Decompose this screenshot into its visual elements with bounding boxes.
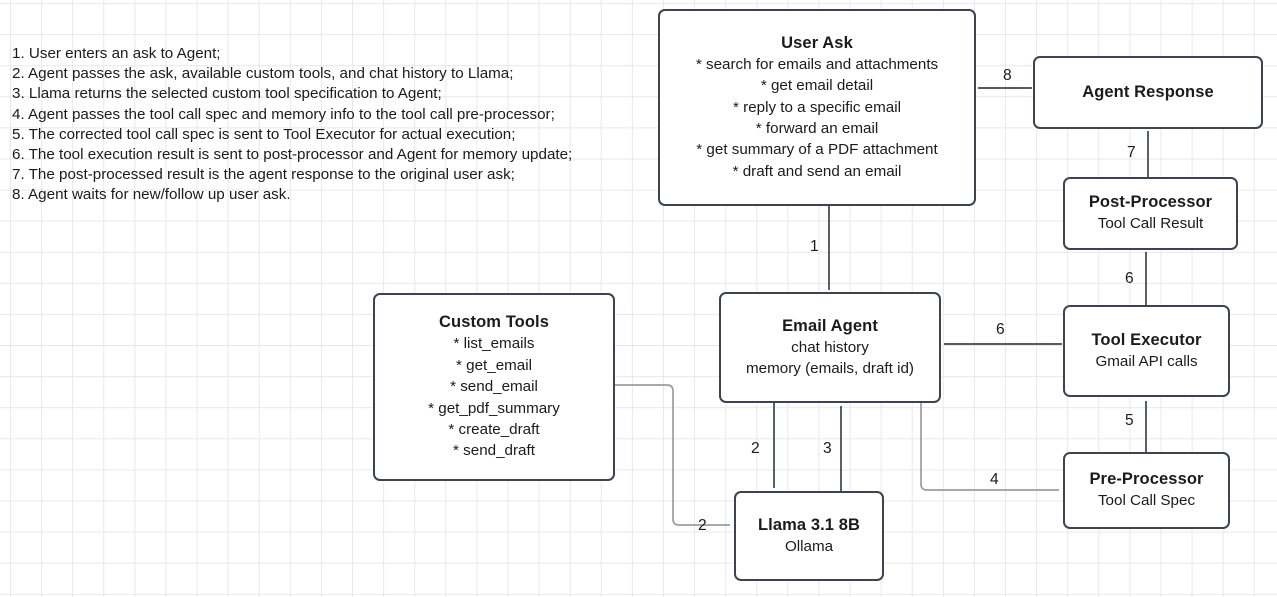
node-email-agent-title: Email Agent xyxy=(782,316,878,335)
edge-label-6-executor-agent: 6 xyxy=(996,321,1005,338)
legend-line-1: 1. User enters an ask to Agent; xyxy=(12,45,221,62)
legend-line-8: 8. Agent waits for new/follow up user as… xyxy=(12,186,291,204)
legend-line-7: 7. The post-processed result is the agen… xyxy=(12,166,515,184)
node-tool-executor[interactable]: Tool Executor Gmail API calls xyxy=(1063,305,1230,397)
custom-tool-item-2: * get_email xyxy=(456,356,532,374)
edge-label-8: 8 xyxy=(1003,67,1012,84)
node-llama-title: Llama 3.1 8B xyxy=(757,515,861,534)
node-post-processor-title: Post-Processor xyxy=(1088,193,1213,212)
edge-label-6-executor-post: 6 xyxy=(1125,270,1134,287)
legend-line-4: 4. Agent passes the tool call spec and m… xyxy=(12,105,555,123)
edge-4-email-agent-to-pre-processor xyxy=(920,403,1059,491)
node-tool-executor-title: Tool Executor xyxy=(1091,330,1202,349)
node-email-agent[interactable]: Email Agent chat history memory (emails,… xyxy=(719,292,941,403)
node-agent-response[interactable]: Agent Response xyxy=(1033,56,1263,129)
node-user-ask-items: * search for emails and attachments * ge… xyxy=(696,54,938,182)
node-llama-subtitle: Ollama xyxy=(784,537,834,555)
legend-line-2: 2. Agent passes the ask, available custo… xyxy=(12,65,514,83)
legend-line-3: 3. Llama returns the selected custom too… xyxy=(12,85,442,103)
user-ask-item-5: * get summary of a PDF attachment xyxy=(696,141,938,159)
node-email-agent-subtitle-1: chat history xyxy=(791,338,869,356)
edge-label-1: 1 xyxy=(810,238,819,255)
edge-2-custom-tools-to-llama xyxy=(615,384,730,526)
node-llama[interactable]: Llama 3.1 8B Ollama xyxy=(734,491,884,581)
edge-label-3: 3 xyxy=(823,440,832,457)
node-email-agent-subtitle-2: memory (emails, draft id) xyxy=(746,360,914,377)
node-pre-processor[interactable]: Pre-Processor Tool Call Spec xyxy=(1063,452,1230,529)
node-custom-tools-title: Custom Tools xyxy=(439,313,549,332)
node-tool-executor-subtitle: Gmail API calls xyxy=(1095,352,1198,370)
custom-tool-item-3: * send_email xyxy=(450,378,538,396)
node-user-ask-title: User Ask xyxy=(781,33,853,52)
node-post-processor-subtitle: Tool Call Result xyxy=(1097,215,1204,233)
custom-tool-item-4: * get_pdf_summary xyxy=(428,399,560,417)
legend-line-6: 6. The tool execution result is sent to … xyxy=(12,146,573,164)
node-custom-tools[interactable]: Custom Tools * list_emails * get_email *… xyxy=(373,293,615,481)
node-agent-response-title: Agent Response xyxy=(1082,83,1214,101)
user-ask-item-2: * get email detail xyxy=(760,77,874,95)
edge-label-5: 5 xyxy=(1125,412,1134,429)
node-user-ask[interactable]: User Ask * search for emails and attachm… xyxy=(658,9,976,206)
user-ask-item-3: * reply to a specific email xyxy=(733,98,901,116)
legend-line-5: 5. The corrected tool call spec is sent … xyxy=(12,125,516,143)
edge-label-4: 4 xyxy=(990,471,999,488)
user-ask-item-4: * forward an email xyxy=(755,120,879,137)
legend-steps-list: 1. User enters an ask to Agent; 2. Agent… xyxy=(12,44,652,206)
node-post-processor[interactable]: Post-Processor Tool Call Result xyxy=(1063,177,1238,250)
custom-tool-item-5: * create_draft xyxy=(448,420,540,438)
edge-label-2-tools-llama: 2 xyxy=(698,517,707,534)
edge-label-2-agent-llama: 2 xyxy=(751,440,760,457)
node-pre-processor-title: Pre-Processor xyxy=(1089,470,1204,489)
user-ask-item-6: * draft and send an email xyxy=(732,162,902,180)
node-pre-processor-subtitle: Tool Call Spec xyxy=(1097,492,1196,510)
edge-label-7: 7 xyxy=(1127,144,1136,161)
custom-tool-item-1: * list_emails xyxy=(453,335,535,353)
node-custom-tools-items: * list_emails * get_email * send_email *… xyxy=(428,333,560,461)
user-ask-item-1: * search for emails and attachments xyxy=(695,55,939,73)
custom-tool-item-6: * send_draft xyxy=(453,442,535,460)
